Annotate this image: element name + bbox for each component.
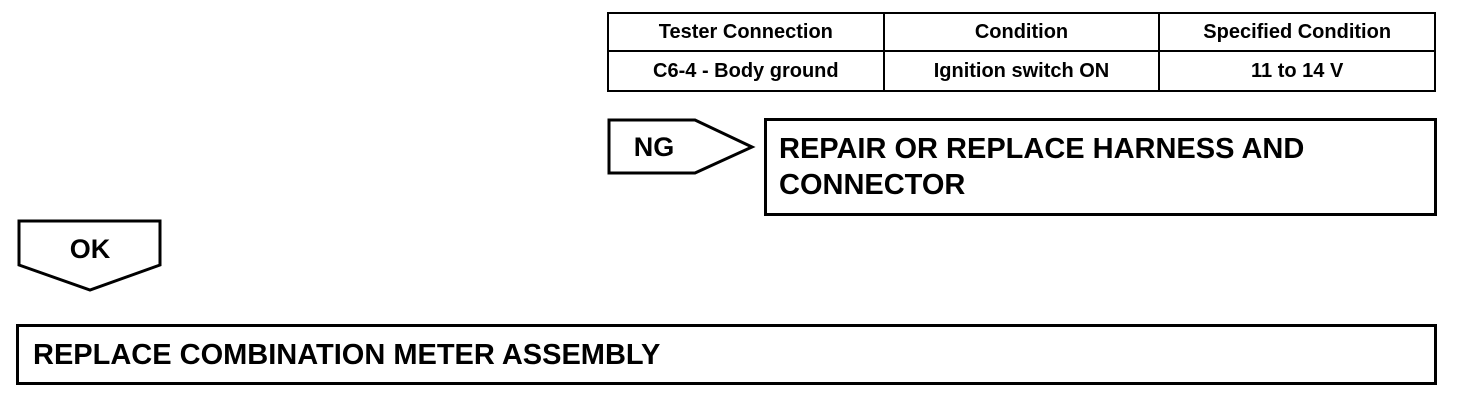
header-condition: Condition xyxy=(882,12,1161,52)
table-header-row: Tester Connection Condition Specified Co… xyxy=(607,12,1436,52)
ok-result-text: REPLACE COMBINATION METER ASSEMBLY xyxy=(33,339,661,371)
ok-arrow-shape xyxy=(17,219,162,292)
ng-result-box: REPAIR OR REPLACE HARNESS AND CONNECTOR xyxy=(764,118,1437,216)
ng-label: NG xyxy=(633,132,675,162)
cell-condition: Ignition switch ON xyxy=(882,50,1161,92)
header-tester-connection: Tester Connection xyxy=(607,12,885,52)
ng-arrow-shape xyxy=(607,118,756,175)
ng-result-text: REPAIR OR REPLACE HARNESS AND CONNECTOR xyxy=(779,133,1305,201)
cell-tester-connection: C6-4 - Body ground xyxy=(607,50,885,92)
table-row: C6-4 - Body ground Ignition switch ON 11… xyxy=(607,50,1436,92)
cell-specified-condition: 11 to 14 V xyxy=(1158,50,1436,92)
header-specified-condition: Specified Condition xyxy=(1158,12,1436,52)
ok-label: OK xyxy=(69,234,111,264)
spec-table: Tester Connection Condition Specified Co… xyxy=(607,12,1436,92)
ok-result-box: REPLACE COMBINATION METER ASSEMBLY xyxy=(16,324,1437,385)
